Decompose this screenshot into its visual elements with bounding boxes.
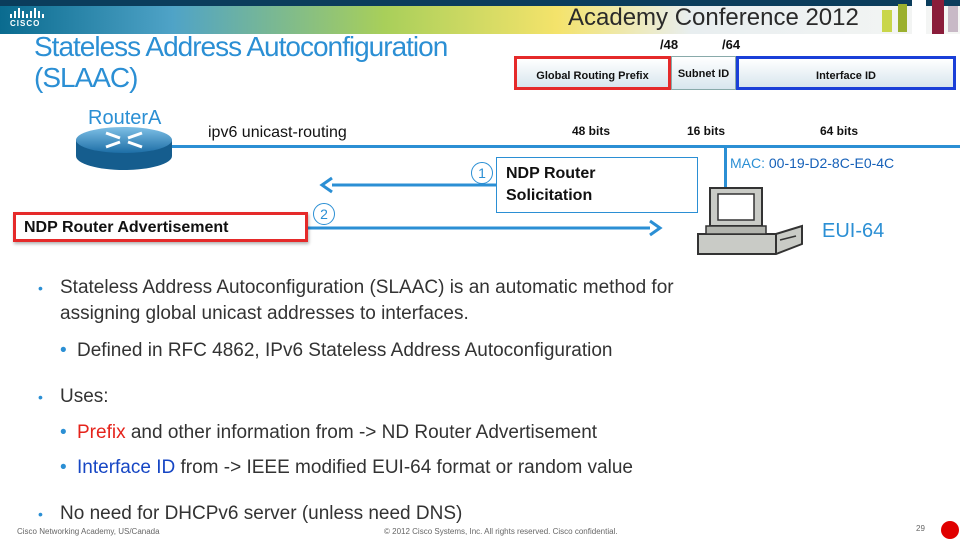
title-line-2: (SLAAC) (34, 62, 138, 93)
mac-address: MAC: 00-19-D2-8C-E0-4C (730, 155, 895, 171)
cisco-wordmark: CISCO (10, 19, 41, 28)
step-2-badge: 2 (313, 203, 335, 225)
prefix-bits-label: 48 bits (572, 124, 611, 138)
bullet-uses: •Uses: (38, 386, 109, 407)
host-computer-icon (697, 187, 803, 255)
interface-id-segment: Interface ID (736, 56, 956, 90)
step-1-badge: 1 (471, 162, 493, 184)
router-command: ipv6 unicast-routing (208, 124, 347, 141)
ndp-router-advertisement-callout: NDP Router Advertisement (13, 212, 308, 242)
mac-value: 00-19-D2-8C-E0-4C (768, 155, 895, 171)
subnet-id-segment: Subnet ID (671, 56, 736, 90)
header-strip (0, 0, 960, 6)
subnet-bits-label: 16 bits (687, 124, 726, 138)
bullet-no-dhcpv6: •No need for DHCPv6 server (unless need … (38, 503, 463, 524)
host-drop-link (724, 146, 727, 192)
page-number: 29 (916, 524, 925, 533)
red-dot-icon (941, 521, 959, 539)
bullet-rfc: •Defined in RFC 4862, IPv6 Stateless Add… (60, 340, 613, 361)
cisco-logo-icon (10, 8, 44, 18)
ndp-router-solicitation-callout: NDP Router Solicitation (496, 157, 698, 213)
footer-copyright: © 2012 Cisco Systems, Inc. All rights re… (384, 527, 618, 536)
advertisement-arrow-icon (308, 219, 663, 237)
decorative-bars-icon (882, 0, 958, 34)
title-line-1: Stateless Address Autoconfiguration (34, 31, 448, 62)
conference-title: Academy Conference 2012 (568, 4, 859, 31)
ipv6-address-format: Global Routing Prefix Subnet ID Interfac… (514, 56, 956, 92)
interface-id-highlight: Interface ID (77, 457, 176, 478)
router-icon (76, 127, 172, 170)
interface-bits-label: 64 bits (820, 124, 859, 138)
footer-org: Cisco Networking Academy, US/Canada (17, 527, 160, 536)
global-routing-prefix-segment: Global Routing Prefix (514, 56, 671, 90)
slide-title: Stateless Address Autoconfiguration (SLA… (34, 31, 448, 93)
prefix-highlight: Prefix (77, 422, 126, 443)
bullet-interface-id: •Interface ID from -> IEEE modified EUI-… (60, 457, 633, 478)
eui-64-label: EUI-64 (822, 220, 885, 242)
router-label: RouterA (88, 107, 162, 129)
bullet-slaac-definition-cont: assigning global unicast addresses to in… (60, 303, 469, 324)
bullet-slaac-definition: •Stateless Address Autoconfiguration (SL… (38, 277, 674, 298)
bullet-prefix: •Prefix and other information from -> ND… (60, 422, 598, 443)
network-link (172, 145, 960, 148)
solicitation-arrow-icon (319, 176, 496, 194)
